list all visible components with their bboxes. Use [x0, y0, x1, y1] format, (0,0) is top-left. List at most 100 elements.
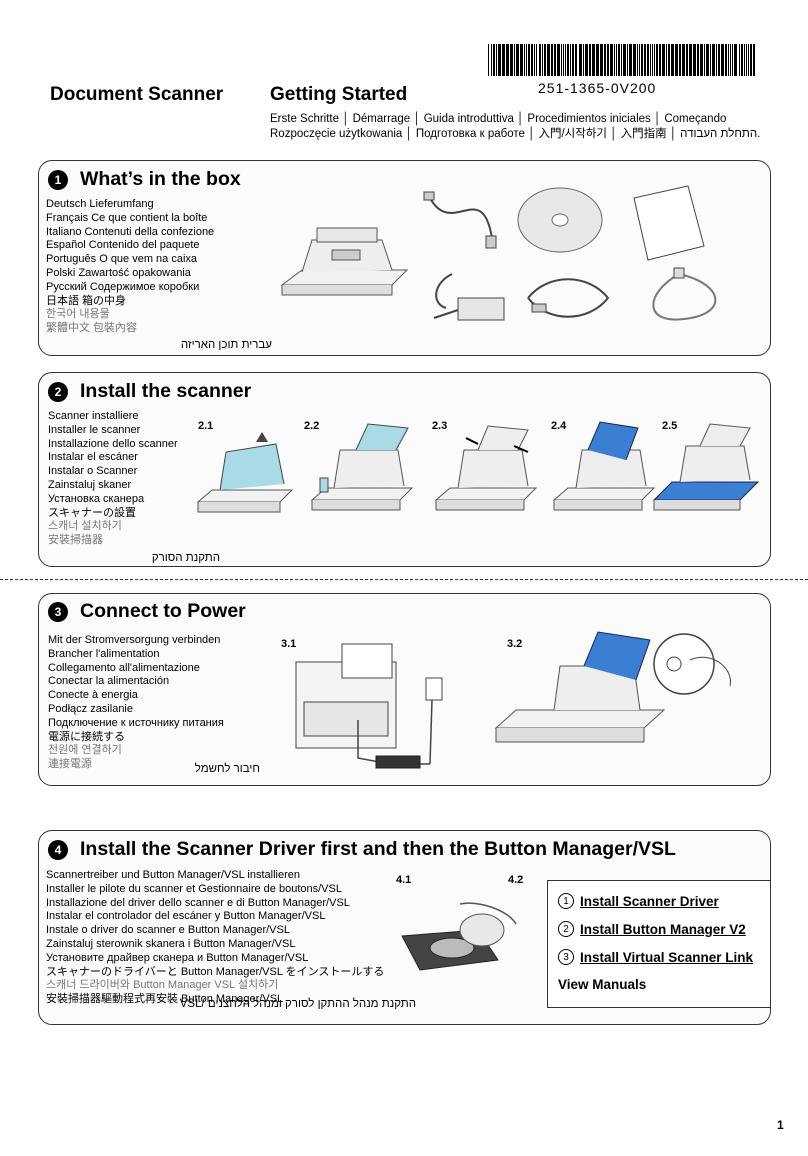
barcode-bar	[644, 44, 646, 76]
list-item: Instalar el controlador del escáner y Bu…	[46, 910, 326, 923]
step-label: 2.1	[198, 420, 214, 432]
barcode-bar	[750, 44, 752, 76]
barcode	[488, 44, 755, 76]
step-label: 4.1	[396, 874, 412, 886]
number-badge: 1	[558, 893, 574, 909]
section-number: 2	[48, 381, 68, 402]
list-item: Instalar el escáner	[48, 451, 138, 464]
barcode-bar	[561, 44, 562, 76]
barcode-bar	[583, 44, 584, 76]
list-item: Français Ce que contient la boîte	[46, 211, 208, 224]
barcode-bar	[596, 44, 599, 76]
barcode-bar	[629, 44, 632, 76]
list-item: Mit der Stromversorgung verbinden	[48, 634, 221, 646]
list-item: 連接電源	[48, 758, 92, 771]
step-4-1-illustration	[401, 902, 517, 971]
list-item: スキャナーの設置	[48, 506, 136, 519]
barcode-bar	[741, 44, 743, 76]
lang-list: Scannertreiber und Button Manager/VSL in…	[46, 869, 384, 1007]
step-label: 3.1	[281, 638, 297, 650]
menu-label: View Manuals	[558, 977, 647, 992]
barcode-bar	[544, 44, 546, 76]
lang-list: Mit der Stromversorgung verbinden Branch…	[48, 634, 224, 772]
number-badge: 3	[558, 949, 574, 965]
section-connect-power	[38, 593, 771, 786]
list-item: スキャナーのドライバーと Button Manager/VSL をインストールす…	[46, 965, 385, 978]
barcode-bar	[579, 44, 582, 76]
network-cable-icon	[652, 267, 717, 321]
barcode-bar	[716, 44, 717, 76]
section-title: What’s in the box	[80, 168, 241, 190]
usb-cable-icon	[423, 191, 497, 249]
menu-install-scanner-driver[interactable]: 1 Install Scanner Driver	[558, 893, 719, 909]
barcode-bar	[654, 44, 655, 76]
barcode-bar	[502, 44, 505, 76]
rtl-label: עברית תוכן האריזה	[180, 339, 272, 351]
lang-list: Deutsch Lieferumfang Français Ce que con…	[46, 198, 214, 336]
section-number: 3	[48, 601, 68, 622]
list-item: Conecte à energia	[48, 689, 138, 702]
list-item: Installazione dello scanner	[48, 437, 178, 450]
list-item: Collegamento all'alimentazione	[48, 661, 200, 674]
barcode-bar	[592, 44, 595, 76]
barcode-bar	[585, 44, 588, 76]
list-item: Italiano Contenuti della confezione	[46, 225, 215, 238]
list-item: Zainstaluj skaner	[48, 478, 132, 491]
barcode-bar	[528, 44, 530, 76]
step-label: 4.2	[508, 874, 524, 886]
rtl-label: התקנת הסורק	[151, 552, 220, 564]
step-label: 2.4	[551, 420, 567, 432]
menu-label: Install Button Manager V2	[580, 921, 746, 937]
barcode-bar	[514, 44, 515, 76]
barcode-bar	[746, 44, 747, 76]
barcode-bar	[697, 44, 699, 76]
barcode-bar	[565, 44, 566, 76]
barcode-bar	[491, 44, 492, 76]
barcode-bar	[739, 44, 740, 76]
barcode-bar	[554, 44, 556, 76]
step-2-5-illustration	[652, 423, 760, 511]
list-item: Scanner installiere	[48, 410, 139, 422]
barcode-bar	[496, 44, 497, 76]
number-badge: 2	[558, 921, 574, 937]
barcode-bar	[516, 44, 519, 76]
list-item: 스캐너 드라이버와 Button Manager VSL 설치하기	[46, 979, 279, 992]
barcode-bar	[498, 44, 501, 76]
barcode-bar	[718, 44, 720, 76]
list-item: Português O que vem na caixa	[46, 253, 198, 266]
barcode-bar	[689, 44, 692, 76]
menu-view-manuals[interactable]: View Manuals	[558, 977, 646, 992]
barcode-bar	[618, 44, 620, 76]
menu-install-vsl[interactable]: 3 Install Virtual Scanner Link	[558, 949, 753, 965]
list-item: Installazione del driver dello scanner e…	[46, 896, 350, 909]
list-item: 日本語 箱の中身	[46, 294, 127, 307]
barcode-bar	[547, 44, 550, 76]
barcode-bar	[700, 44, 703, 76]
list-item: 電源に接続する	[48, 730, 125, 743]
menu-install-button-manager[interactable]: 2 Install Button Manager V2	[558, 921, 746, 937]
document-sheet-icon	[633, 185, 705, 261]
barcode-bar	[679, 44, 681, 76]
barcode-bar	[551, 44, 553, 76]
list-item: Scannertreiber und Button Manager/VSL in…	[46, 869, 300, 881]
barcode-bar	[604, 44, 606, 76]
barcode-bar	[671, 44, 674, 76]
section-number: 4	[48, 839, 68, 860]
barcode-bar	[623, 44, 626, 76]
barcode-bar	[706, 44, 709, 76]
part-number: 251-1365-0V200	[538, 80, 657, 96]
step-2-1-illustration	[196, 432, 294, 513]
barcode-bar	[531, 44, 533, 76]
list-item: Русский Содержимое коробки	[46, 280, 200, 293]
barcode-bar	[641, 44, 643, 76]
lang-list: Scanner installiere Installer le scanner…	[48, 410, 178, 548]
menu-label: Install Virtual Scanner Link	[580, 949, 754, 965]
step-3-2-illustration	[494, 631, 731, 743]
list-item: Conectar la alimentación	[48, 675, 170, 688]
list-item: Español Contenido del paquete	[46, 239, 200, 252]
barcode-bar	[730, 44, 731, 76]
barcode-bar	[656, 44, 658, 76]
list-item: Brancher l'alimentation	[48, 647, 160, 660]
barcode-bar	[748, 44, 749, 76]
barcode-bar	[725, 44, 727, 76]
